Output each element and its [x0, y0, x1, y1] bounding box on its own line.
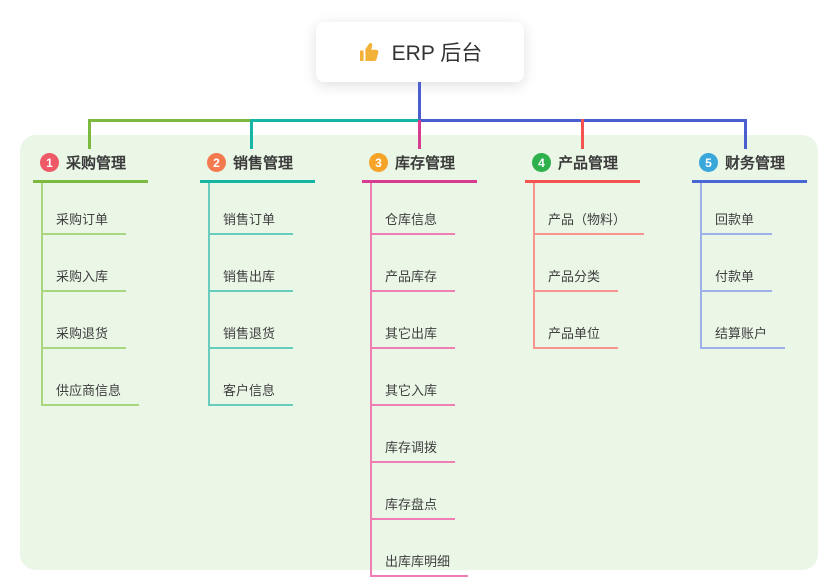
node-item[interactable]: 供应商信息 — [43, 349, 140, 406]
node-item[interactable]: 库存调拨 — [372, 406, 456, 463]
branch-children: 回款单 付款单 结算账户 — [700, 183, 786, 349]
rail-teal — [250, 119, 419, 122]
branch-number-badge: 3 — [369, 153, 388, 172]
mindmap-panel — [20, 135, 818, 570]
node-item[interactable]: 产品库存 — [372, 235, 456, 292]
drop-purchase — [88, 119, 91, 149]
branch-title-inventory[interactable]: 3 库存管理 — [362, 150, 477, 183]
branch-title-label: 财务管理 — [725, 155, 786, 172]
node-item[interactable]: 回款单 — [702, 183, 773, 235]
node-item[interactable]: 出库库明细 — [372, 520, 469, 577]
node-item[interactable]: 销售订单 — [210, 183, 294, 235]
root-node[interactable]: ERP 后台 — [316, 22, 524, 82]
rail-green — [88, 119, 250, 122]
drop-finance — [744, 119, 747, 149]
branch-children: 销售订单 销售出库 销售退货 客户信息 — [208, 183, 294, 406]
branch-finance: 5 财务管理 回款单 付款单 结算账户 — [692, 150, 807, 349]
branch-purchase: 1 采购管理 采购订单 采购入库 采购退货 供应商信息 — [33, 150, 148, 406]
node-item[interactable]: 其它入库 — [372, 349, 456, 406]
node-item[interactable]: 付款单 — [702, 235, 773, 292]
branch-title-sales[interactable]: 2 销售管理 — [200, 150, 315, 183]
branch-title-label: 产品管理 — [558, 155, 619, 172]
node-item[interactable]: 仓库信息 — [372, 183, 456, 235]
drop-sales — [250, 119, 253, 149]
branch-inventory: 3 库存管理 仓库信息 产品库存 其它出库 其它入库 库存调拨 库存盘点 出库库… — [362, 150, 477, 577]
branch-number-badge: 2 — [207, 153, 226, 172]
branch-children: 采购订单 采购入库 采购退货 供应商信息 — [41, 183, 140, 406]
branch-sales: 2 销售管理 销售订单 销售出库 销售退货 客户信息 — [200, 150, 315, 406]
root-connector-line — [418, 82, 421, 120]
branch-number-badge: 4 — [532, 153, 551, 172]
branch-title-purchase[interactable]: 1 采购管理 — [33, 150, 148, 183]
branch-title-label: 采购管理 — [66, 155, 127, 172]
node-item[interactable]: 产品（物料） — [535, 183, 645, 235]
node-item[interactable]: 销售退货 — [210, 292, 294, 349]
node-item[interactable]: 采购订单 — [43, 183, 127, 235]
drop-inventory — [418, 120, 421, 149]
drop-product — [581, 119, 584, 149]
node-item[interactable]: 产品分类 — [535, 235, 619, 292]
node-item[interactable]: 客户信息 — [210, 349, 294, 406]
node-item[interactable]: 销售出库 — [210, 235, 294, 292]
thumbs-up-icon — [358, 40, 382, 64]
branch-children: 产品（物料） 产品分类 产品单位 — [533, 183, 645, 349]
branch-title-finance[interactable]: 5 财务管理 — [692, 150, 807, 183]
branch-title-label: 库存管理 — [395, 155, 456, 172]
branch-number-badge: 1 — [40, 153, 59, 172]
branch-product: 4 产品管理 产品（物料） 产品分类 产品单位 — [525, 150, 645, 349]
node-item[interactable]: 采购入库 — [43, 235, 127, 292]
node-item[interactable]: 产品单位 — [535, 292, 619, 349]
branch-title-label: 销售管理 — [233, 155, 294, 172]
branch-number-badge: 5 — [699, 153, 718, 172]
branch-title-product[interactable]: 4 产品管理 — [525, 150, 640, 183]
root-title: ERP 后台 — [391, 42, 483, 65]
node-item[interactable]: 结算账户 — [702, 292, 786, 349]
node-item[interactable]: 采购退货 — [43, 292, 127, 349]
node-item[interactable]: 库存盘点 — [372, 463, 456, 520]
node-item[interactable]: 其它出库 — [372, 292, 456, 349]
branch-children: 仓库信息 产品库存 其它出库 其它入库 库存调拨 库存盘点 出库库明细 — [370, 183, 469, 577]
